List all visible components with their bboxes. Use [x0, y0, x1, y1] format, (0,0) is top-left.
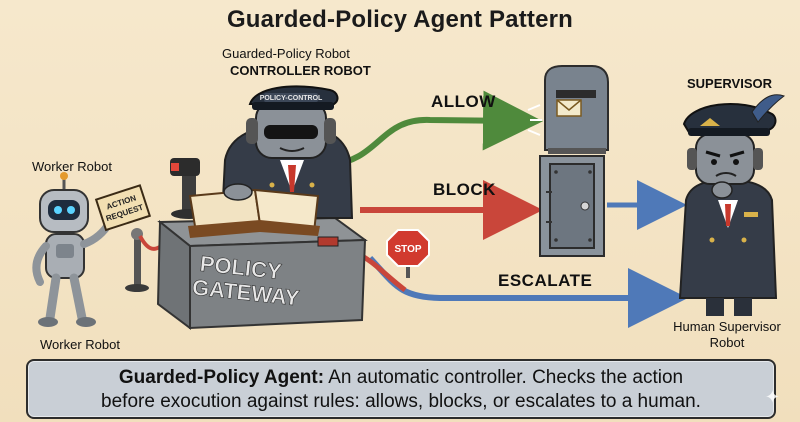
supervisor-label-bottom-line1: Human Supervisor [673, 319, 781, 334]
supervisor-robot [678, 94, 786, 316]
worker-robot [32, 172, 114, 327]
barcode-scanner-icon [170, 158, 207, 219]
allow-label: ALLOW [431, 92, 496, 111]
hat-band-text: POLICY-CONTROL [260, 95, 323, 102]
sparkle-icon: ✦ [764, 387, 780, 407]
diagram-title: Guarded-Policy Agent Pattern [226, 6, 574, 33]
supervisor-label-top: SUPERVISOR [687, 76, 773, 91]
controller-robot [188, 85, 354, 238]
worker-label-top: Worker Robot [32, 159, 112, 174]
action-request-sign: ACTION REQUEST [94, 184, 152, 232]
mailbox-icon [527, 65, 609, 154]
stop-sign-text: STOP [394, 244, 421, 255]
worker-label-bottom: Worker Robot [40, 337, 120, 352]
stop-sign-icon: STOP [386, 229, 430, 278]
caption-line2: before exocution against rules: allows, … [101, 391, 701, 412]
escalate-label: ESCALATE [498, 271, 593, 290]
controller-label-line1: Guarded-Policy Robot [222, 46, 350, 61]
vault-door-icon [539, 155, 605, 257]
controller-label-line2: CONTROLLER ROBOT [230, 63, 371, 78]
caption-bold: Guarded-Policy Agent: [118, 367, 325, 388]
block-label: BLOCK [433, 180, 496, 199]
caption-line1: Guarded-Policy Agent: An automatic contr… [28, 367, 774, 389]
caption-box: Guarded-Policy Agent: An automatic contr… [26, 359, 776, 419]
caption-line1-rest: An automatic controller. Checks the acti… [324, 367, 684, 388]
allow-arrow [329, 90, 543, 168]
supervisor-label-bottom-line2: Robot [709, 335, 745, 350]
